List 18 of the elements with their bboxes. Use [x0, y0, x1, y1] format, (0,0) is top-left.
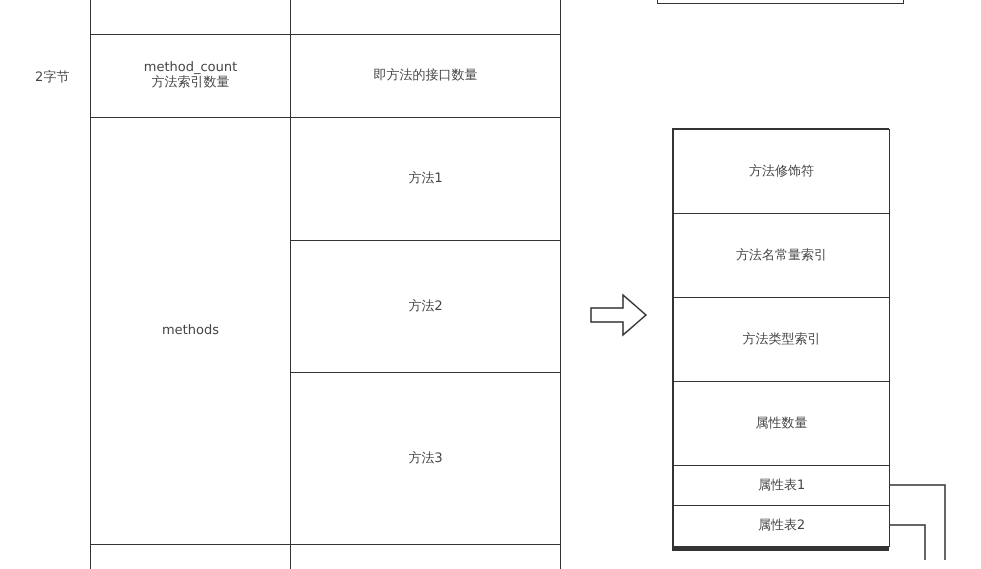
hollow-arrow	[590, 293, 648, 337]
table-cell: 方法修饰符	[673, 129, 890, 215]
connector-line	[889, 524, 926, 560]
table-cell: 属性表1	[673, 465, 890, 507]
table-cell: 方法名常量索引	[673, 213, 890, 299]
connector-line	[889, 484, 946, 560]
table-cell: 属性表2	[673, 505, 890, 547]
empty-box	[657, 0, 904, 4]
table-cell: methods	[90, 117, 291, 546]
table-cell: 方法类型索引	[673, 297, 890, 383]
table-cell: 方法2	[290, 240, 561, 374]
table-frame	[672, 128, 889, 548]
table-cell: 方法3	[290, 372, 561, 546]
table-cell: 属性数量	[673, 381, 890, 467]
cell-text: 方法索引数量	[152, 76, 230, 91]
table-cell: 方法1	[290, 117, 561, 242]
size-label: 2字节	[35, 69, 70, 86]
cell-text: method_count	[144, 61, 238, 76]
